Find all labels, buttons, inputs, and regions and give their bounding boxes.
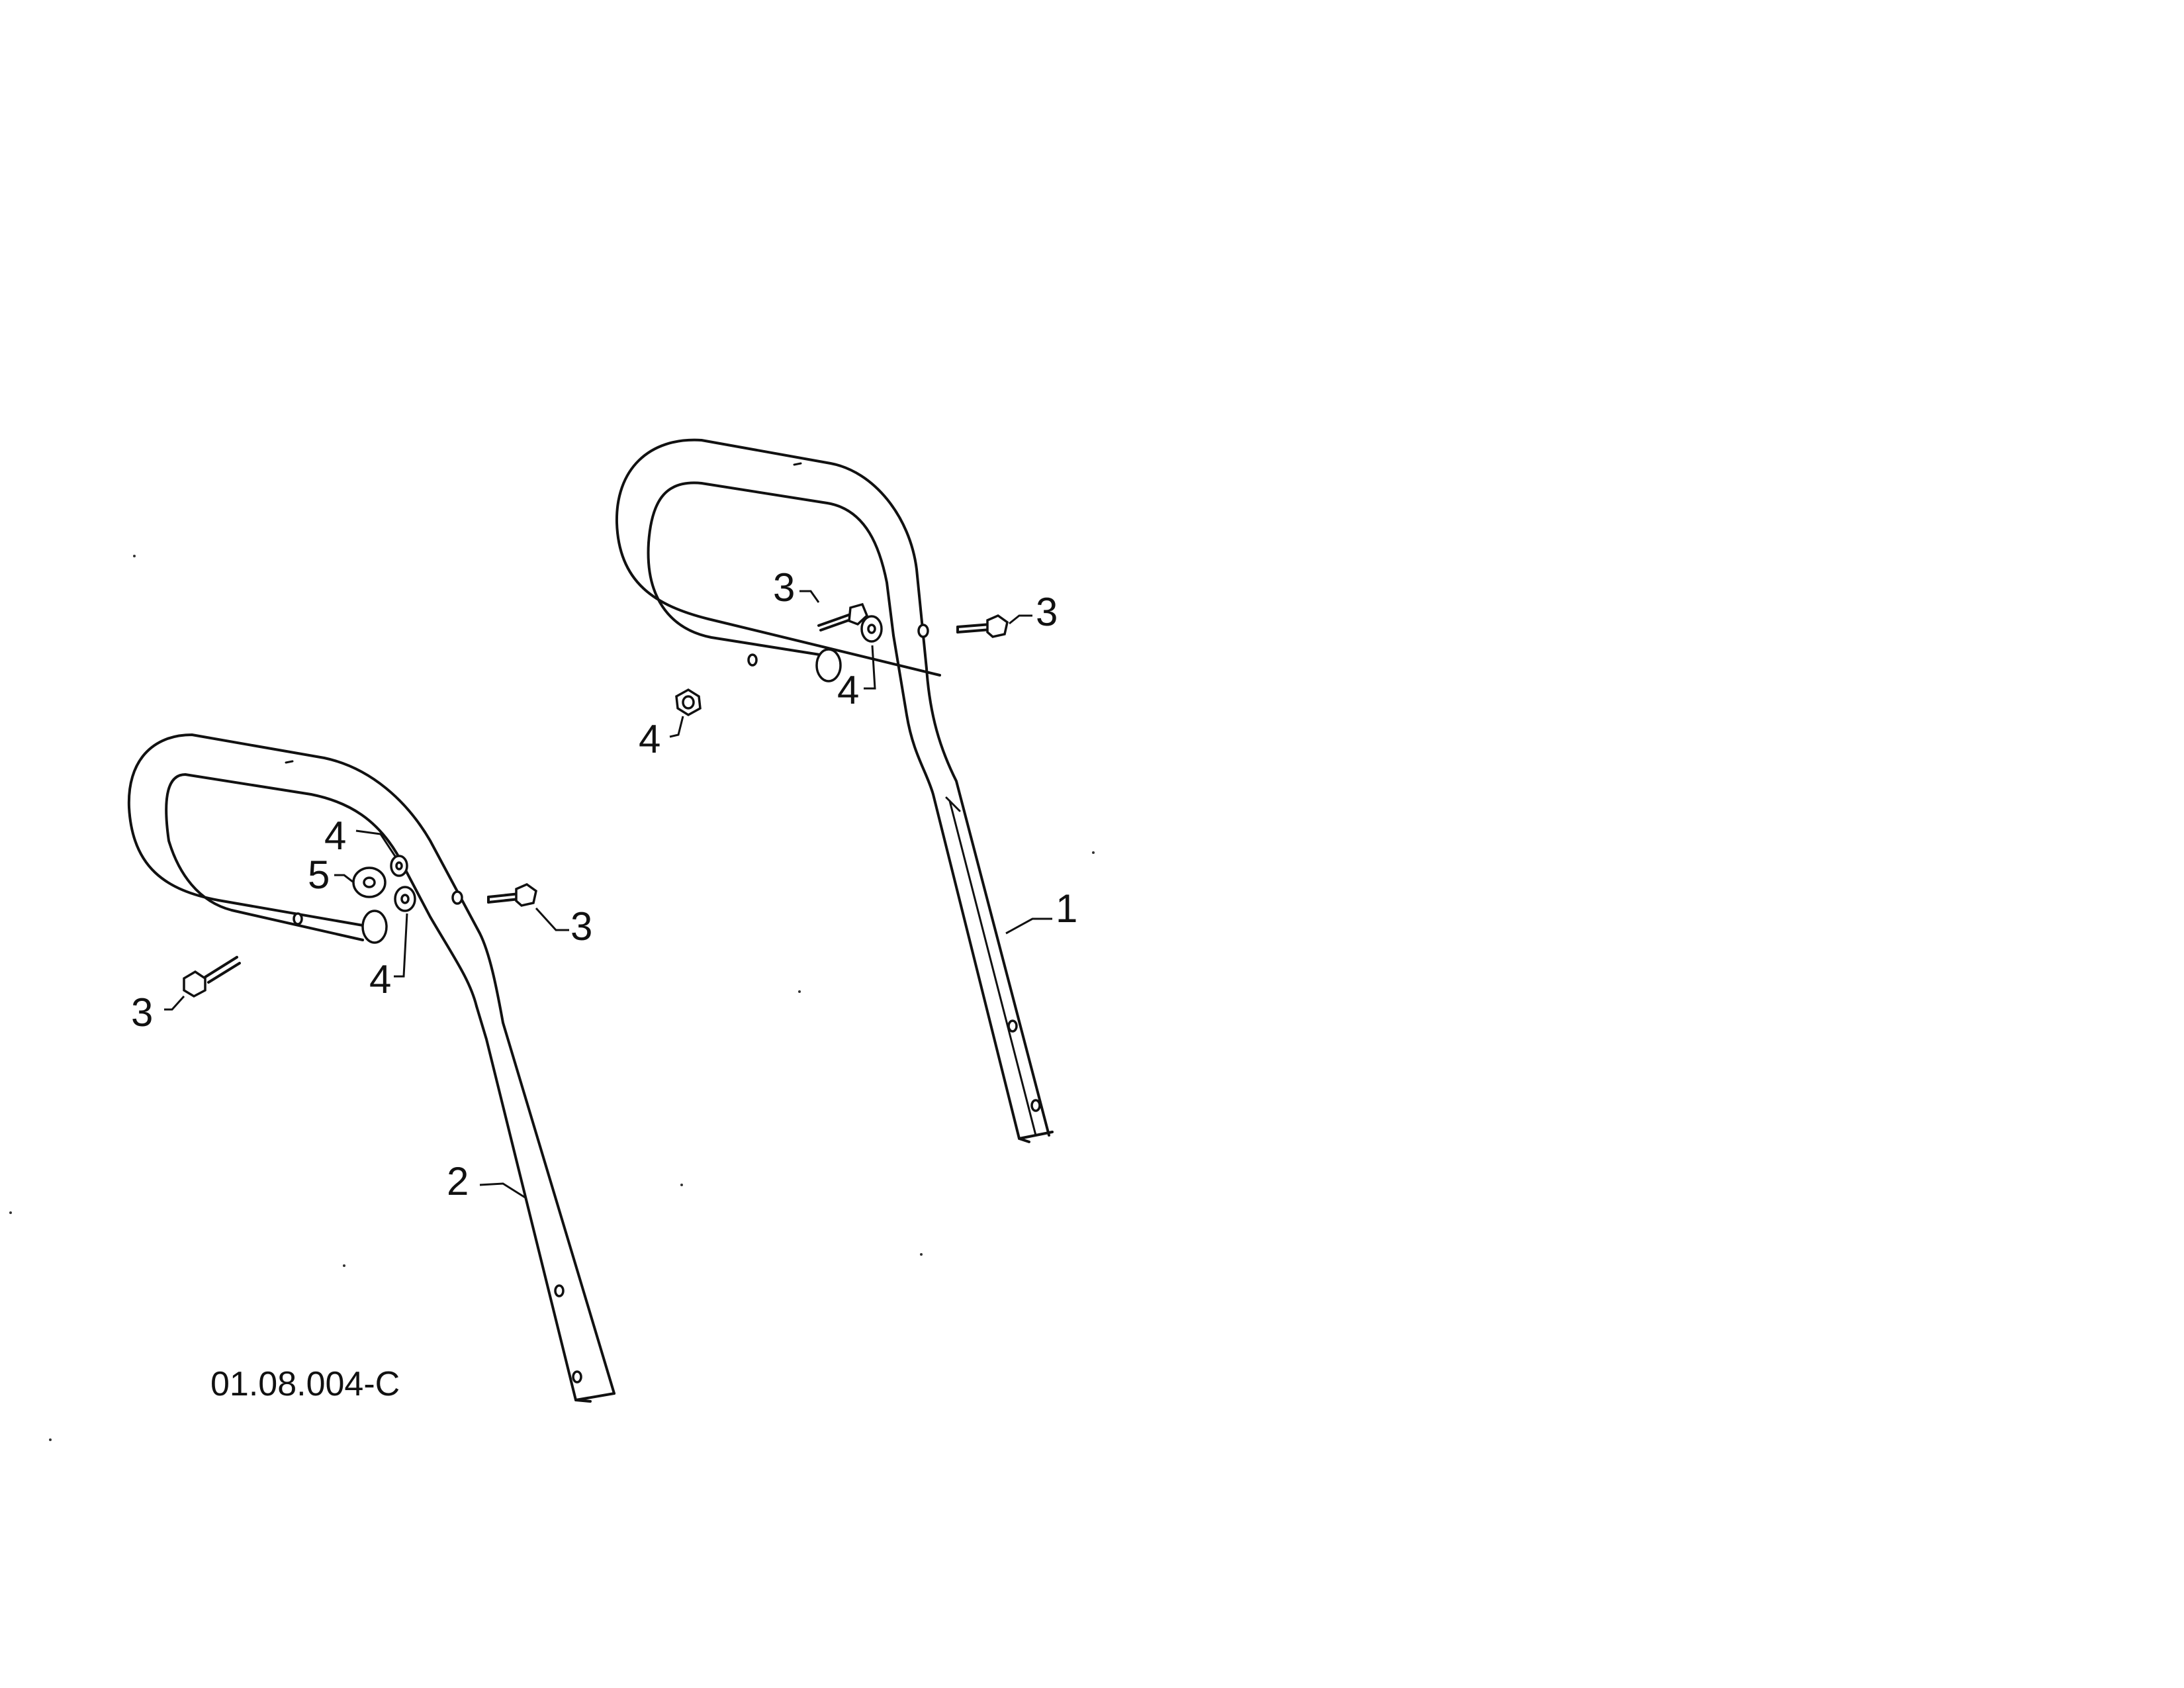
washer-part-4-a — [860, 615, 883, 643]
bolt-part-3-c — [487, 882, 537, 907]
callout-1: 1 — [1005, 886, 1077, 935]
callout-4-b: 4 — [639, 716, 684, 761]
handle-bar-part-2 — [127, 733, 615, 1403]
callout-4-a: 4 — [837, 645, 876, 712]
callout-3-d: 3 — [131, 990, 185, 1035]
svg-text:1: 1 — [1056, 886, 1077, 931]
svg-text:4: 4 — [639, 717, 660, 761]
callout-5: 5 — [308, 853, 353, 897]
callout-3-b: 3 — [1009, 590, 1058, 634]
bolt-part-3-d — [183, 956, 241, 998]
drawing-number: 01.08.004-C — [210, 1365, 400, 1403]
callout-4-c: 4 — [324, 814, 397, 858]
svg-text:3: 3 — [773, 565, 795, 610]
svg-text:2: 2 — [447, 1159, 469, 1203]
svg-text:3: 3 — [131, 990, 153, 1035]
bolt-part-3-a — [817, 602, 869, 632]
svg-text:3: 3 — [1036, 590, 1058, 634]
svg-text:4: 4 — [837, 668, 859, 712]
callout-3-c: 3 — [535, 904, 592, 949]
svg-text:4: 4 — [324, 814, 346, 858]
svg-text:5: 5 — [308, 853, 330, 897]
svg-text:4: 4 — [369, 957, 391, 1002]
callout-4-d: 4 — [369, 913, 408, 1002]
bolt-part-3-b — [956, 614, 1009, 638]
washer-part-5 — [352, 867, 387, 898]
callout-2: 2 — [447, 1159, 527, 1203]
washer-part-4-c — [390, 855, 408, 877]
scan-specks — [9, 555, 1095, 1441]
svg-text:3: 3 — [570, 904, 592, 949]
washer-part-4-d — [394, 886, 416, 912]
handle-bar-part-1 — [615, 438, 1054, 1143]
callout-3-a: 3 — [773, 565, 820, 610]
nut-part-4-b — [675, 688, 702, 717]
